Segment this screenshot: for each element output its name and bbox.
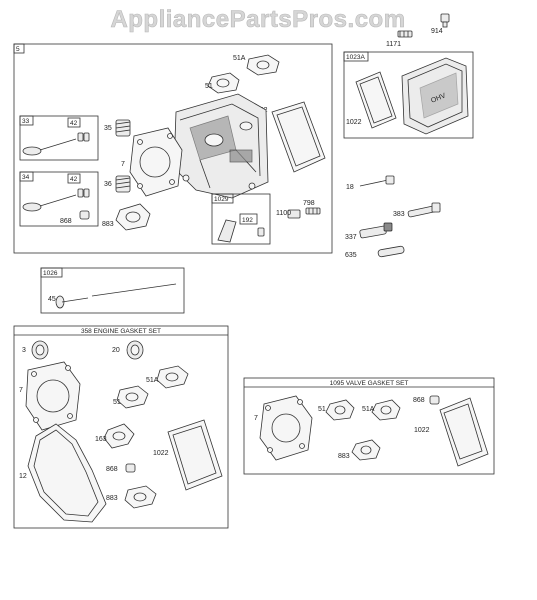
label-45: 45 [48, 296, 56, 303]
part-v883[interactable] [351, 439, 381, 461]
part-51[interactable] [207, 72, 240, 94]
group-1029-sub-title: 192 [242, 217, 253, 224]
label-36: 36 [104, 181, 112, 188]
label-e7: 7 [19, 387, 23, 394]
part-1100[interactable] [287, 209, 301, 219]
label-cover-1022: 1022 [346, 119, 362, 126]
label-18: 18 [346, 184, 354, 191]
part-v1022-gasket[interactable] [439, 397, 489, 467]
part-42-keeper-b[interactable] [77, 188, 90, 198]
label-7: 7 [121, 161, 125, 168]
part-e883[interactable] [124, 485, 157, 509]
part-45-pushrod[interactable] [55, 283, 177, 309]
group-1023a-title: 1023A [346, 54, 365, 61]
part-e51a[interactable] [156, 365, 189, 389]
group-33-title: 33 [22, 118, 30, 125]
group-34-exhaust-valve: 34 42 [19, 171, 99, 227]
part-3-seal[interactable] [31, 340, 49, 360]
group-358-engine-gasket-set: 358 ENGINE GASKET SET 3 20 7 51A [13, 325, 229, 529]
group-1026-pushrod: 1026 45 [40, 267, 185, 314]
label-v1022: 1022 [414, 427, 430, 434]
label-e51: 51 [113, 399, 121, 406]
part-914[interactable] [440, 13, 450, 28]
group-5-cylinder-head: 5 51A 51 1022 [13, 43, 333, 254]
part-rocker-arm[interactable] [217, 219, 265, 243]
label-v883: 883 [338, 453, 350, 460]
group-1095-valve-gasket-set: 1095 VALVE GASKET SET 7 51 51A 868 [243, 377, 495, 475]
label-e163: 163 [95, 436, 107, 443]
label-e20: 20 [112, 347, 120, 354]
part-e868[interactable] [125, 463, 136, 473]
label-v51a: 51A [362, 406, 375, 413]
part-v7-head-gasket[interactable] [259, 395, 313, 461]
label-51a: 51A [233, 55, 246, 62]
label-v868: 868 [413, 397, 425, 404]
part-33-valve[interactable] [22, 138, 77, 156]
part-635[interactable] [377, 245, 405, 258]
label-v51: 51 [318, 406, 326, 413]
group-1029-title: 1029 [214, 196, 229, 203]
label-e883: 883 [106, 495, 118, 502]
part-e163[interactable] [103, 423, 135, 449]
label-1100: 1100 [276, 210, 291, 217]
group-5-title: 5 [16, 46, 20, 53]
label-e12: 12 [19, 473, 27, 480]
label-635: 635 [345, 252, 357, 259]
group-1023a-cover: 1023A 1022 OHV [343, 51, 474, 139]
part-cylinder-head[interactable] [173, 93, 269, 199]
label-35: 35 [104, 125, 112, 132]
part-e7-head-gasket[interactable] [25, 361, 81, 431]
label-868: 868 [60, 218, 72, 225]
label-51: 51 [205, 83, 213, 90]
part-v51a[interactable] [371, 399, 401, 421]
part-v51[interactable] [325, 399, 355, 421]
part-20-seal[interactable] [126, 340, 144, 360]
group-33-intake-valve: 33 42 [19, 115, 99, 161]
part-42-keeper[interactable] [77, 132, 90, 142]
group-358-title: 358 ENGINE GASKET SET [81, 328, 161, 335]
label-e868: 868 [106, 466, 118, 473]
part-36-spring[interactable] [115, 175, 131, 193]
label-v7: 7 [254, 415, 258, 422]
part-e51[interactable] [116, 385, 149, 409]
part-35-spring[interactable] [115, 119, 131, 137]
group-34-sub-title: 42 [70, 176, 78, 183]
part-18-bolt[interactable] [359, 175, 395, 187]
label-798: 798 [303, 200, 315, 207]
part-383[interactable] [407, 202, 441, 218]
part-1022-cover-gasket[interactable] [355, 71, 397, 129]
part-v868[interactable] [429, 395, 440, 405]
label-1171: 1171 [386, 41, 401, 48]
group-1029-rocker: 1029 192 [211, 193, 271, 245]
part-7-head-gasket[interactable] [129, 127, 183, 197]
part-51a[interactable] [246, 54, 280, 76]
part-798[interactable] [305, 207, 321, 215]
label-337: 337 [345, 234, 357, 241]
label-914: 914 [431, 28, 443, 35]
part-883-gasket[interactable] [115, 203, 151, 231]
label-383: 383 [393, 211, 405, 218]
label-e3: 3 [22, 347, 26, 354]
part-e12-crankcase-gasket[interactable] [27, 423, 107, 523]
part-337-spark-plug[interactable] [359, 222, 393, 239]
part-1022-gasket[interactable] [271, 101, 326, 173]
group-1026-title: 1026 [43, 270, 58, 277]
watermark-text: AppliancePartsPros.com [110, 6, 405, 33]
label-e51a: 51A [146, 377, 159, 384]
part-valve-cover[interactable]: OHV [401, 57, 469, 135]
group-34-title: 34 [22, 174, 30, 181]
part-e1022-gasket[interactable] [167, 419, 223, 491]
part-34-valve[interactable] [22, 194, 77, 212]
group-1095-title: 1095 VALVE GASKET SET [330, 380, 409, 387]
label-883: 883 [102, 221, 114, 228]
part-868-cap[interactable] [79, 210, 90, 220]
label-e1022: 1022 [153, 450, 169, 457]
group-33-sub-title: 42 [70, 120, 78, 127]
part-1171[interactable] [397, 30, 413, 38]
